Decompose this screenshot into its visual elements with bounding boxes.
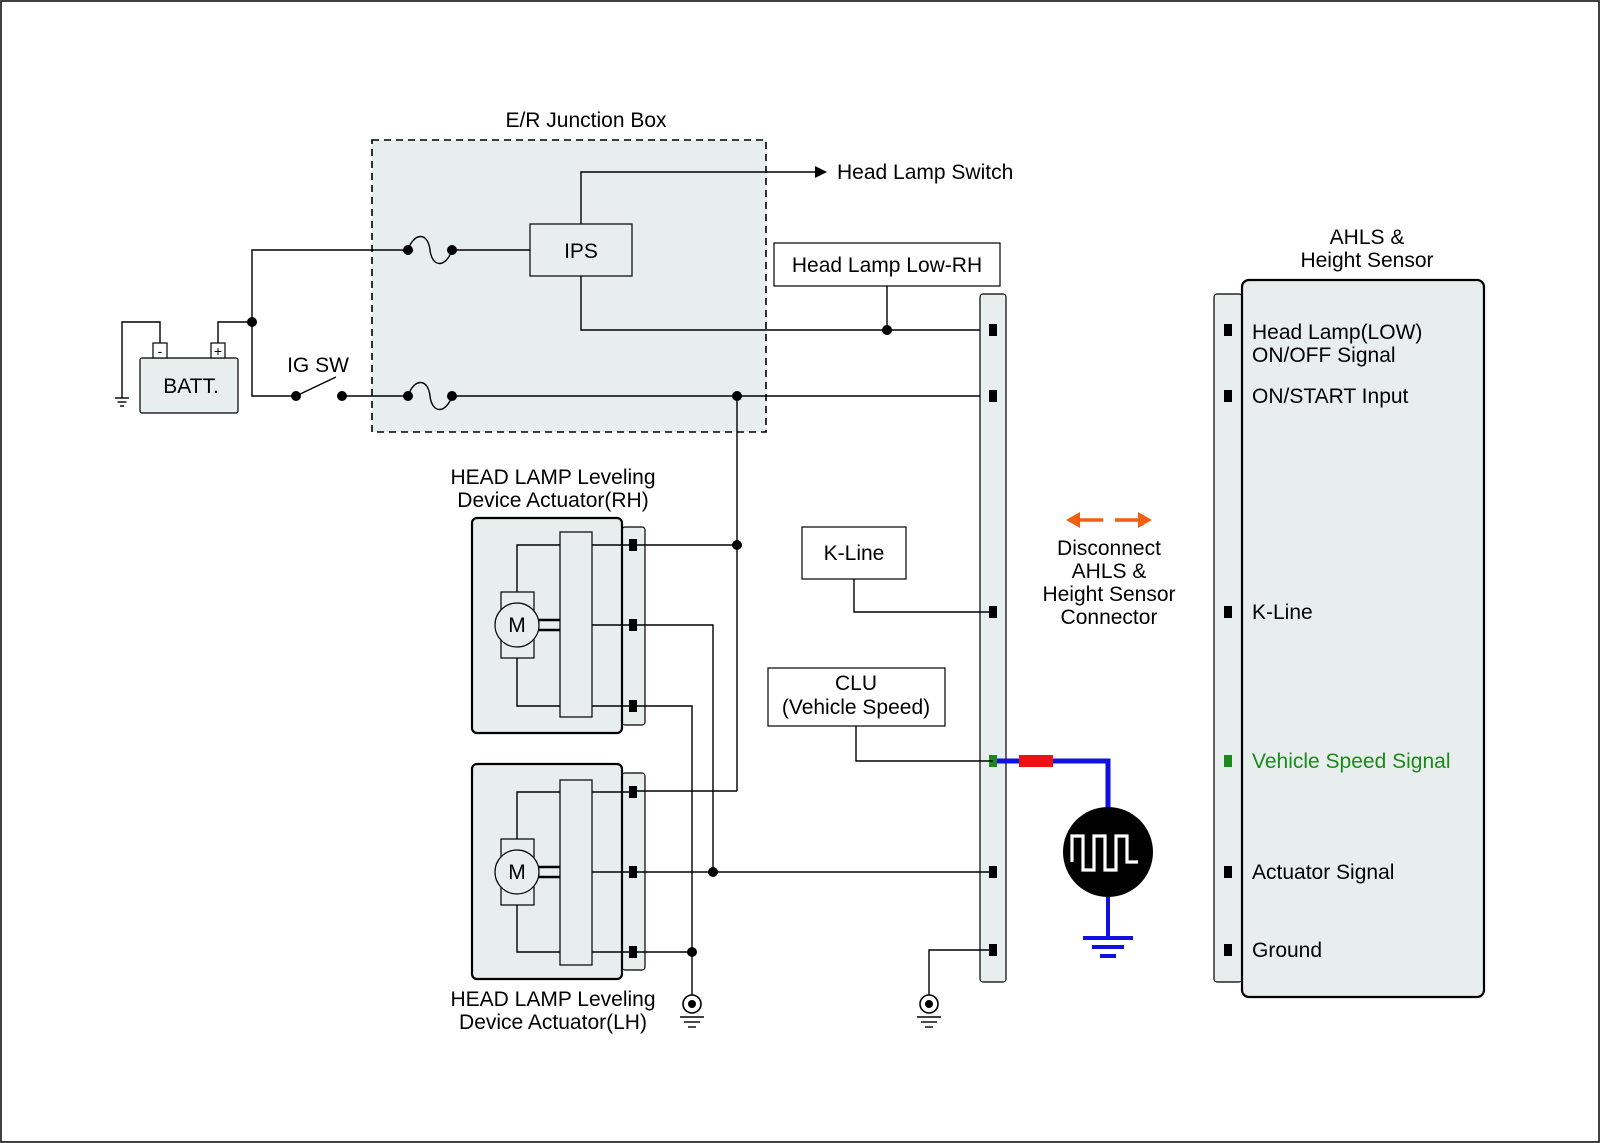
ahls-module: AHLS & Height Sensor Head Lamp(LOW) ON/O… bbox=[1213, 226, 1486, 999]
actuator-rh-title: HEAD LAMP Leveling bbox=[450, 466, 655, 489]
ground-icon bbox=[917, 994, 941, 1028]
pin-head-lamp-low-sub-label: ON/OFF Signal bbox=[1252, 344, 1396, 367]
ground-icon bbox=[1083, 936, 1133, 958]
arrow-right-icon bbox=[815, 166, 827, 178]
connector-strip bbox=[979, 293, 1007, 983]
disconnect-line-3: Height Sensor bbox=[1042, 583, 1175, 606]
actuator-rh: HEAD LAMP Leveling Device Actuator(RH) M bbox=[450, 466, 656, 735]
ahls-body bbox=[1240, 278, 1486, 999]
battery-minus-label: - bbox=[158, 343, 163, 359]
battery-body bbox=[139, 357, 239, 414]
head-lamp-low-rh-label: Head Lamp Low-RH bbox=[792, 254, 982, 277]
disconnect-line-1: Disconnect bbox=[1057, 537, 1161, 560]
pin-k-line-label: K-Line bbox=[1252, 601, 1313, 624]
actuator-lh: M HEAD LAMP Leveling Device Actuator(LH) bbox=[450, 762, 656, 1034]
disconnect-line-4: Connector bbox=[1061, 606, 1158, 629]
actuator-lh-title: HEAD LAMP Leveling bbox=[450, 988, 655, 1011]
pin-vehicle-speed-label: Vehicle Speed Signal bbox=[1252, 750, 1451, 773]
actuator-rh-subtitle: Device Actuator(RH) bbox=[457, 489, 648, 512]
battery-label: BATT. bbox=[163, 375, 219, 398]
pin-actuator-label: Actuator Signal bbox=[1252, 861, 1394, 884]
disconnect-note: Disconnect AHLS & Height Sensor Connecto… bbox=[1042, 512, 1176, 629]
waveform-icon bbox=[1063, 807, 1153, 897]
ahls-title: AHLS & bbox=[1330, 226, 1405, 249]
ground-icon bbox=[680, 994, 704, 1028]
k-line-box bbox=[801, 526, 907, 580]
actuator-lh-subtitle: Device Actuator(LH) bbox=[459, 1011, 647, 1034]
pin-on-start-label: ON/START Input bbox=[1252, 385, 1409, 408]
clu-box bbox=[767, 667, 946, 727]
head-lamp-low-rh-box bbox=[773, 242, 1001, 287]
junction-box-outline bbox=[371, 139, 767, 433]
ig-switch: IG SW bbox=[287, 354, 349, 401]
disconnect-line-2: AHLS & bbox=[1072, 560, 1147, 583]
ground-icon bbox=[115, 397, 129, 407]
junction-box-title: E/R Junction Box bbox=[505, 109, 667, 132]
clu-sub-label: (Vehicle Speed) bbox=[782, 696, 930, 719]
k-line-box-label: K-Line bbox=[824, 542, 885, 565]
pin-ground-label: Ground bbox=[1252, 939, 1322, 962]
ips-box bbox=[529, 223, 633, 277]
oscilloscope-probe bbox=[997, 755, 1153, 958]
motor-rh-icon: M bbox=[508, 614, 526, 637]
ig-switch-label: IG SW bbox=[287, 354, 349, 377]
pin-head-lamp-low-label: Head Lamp(LOW) bbox=[1252, 321, 1422, 344]
junction-box: E/R Junction Box IPS bbox=[371, 109, 767, 433]
ahls-subtitle: Height Sensor bbox=[1300, 249, 1433, 272]
motor-lh-icon: M bbox=[508, 861, 526, 884]
clu-label: CLU bbox=[835, 672, 877, 695]
ips-label: IPS bbox=[564, 240, 598, 263]
battery-plus-label: + bbox=[214, 343, 222, 359]
head-lamp-switch-label: Head Lamp Switch bbox=[837, 161, 1013, 184]
